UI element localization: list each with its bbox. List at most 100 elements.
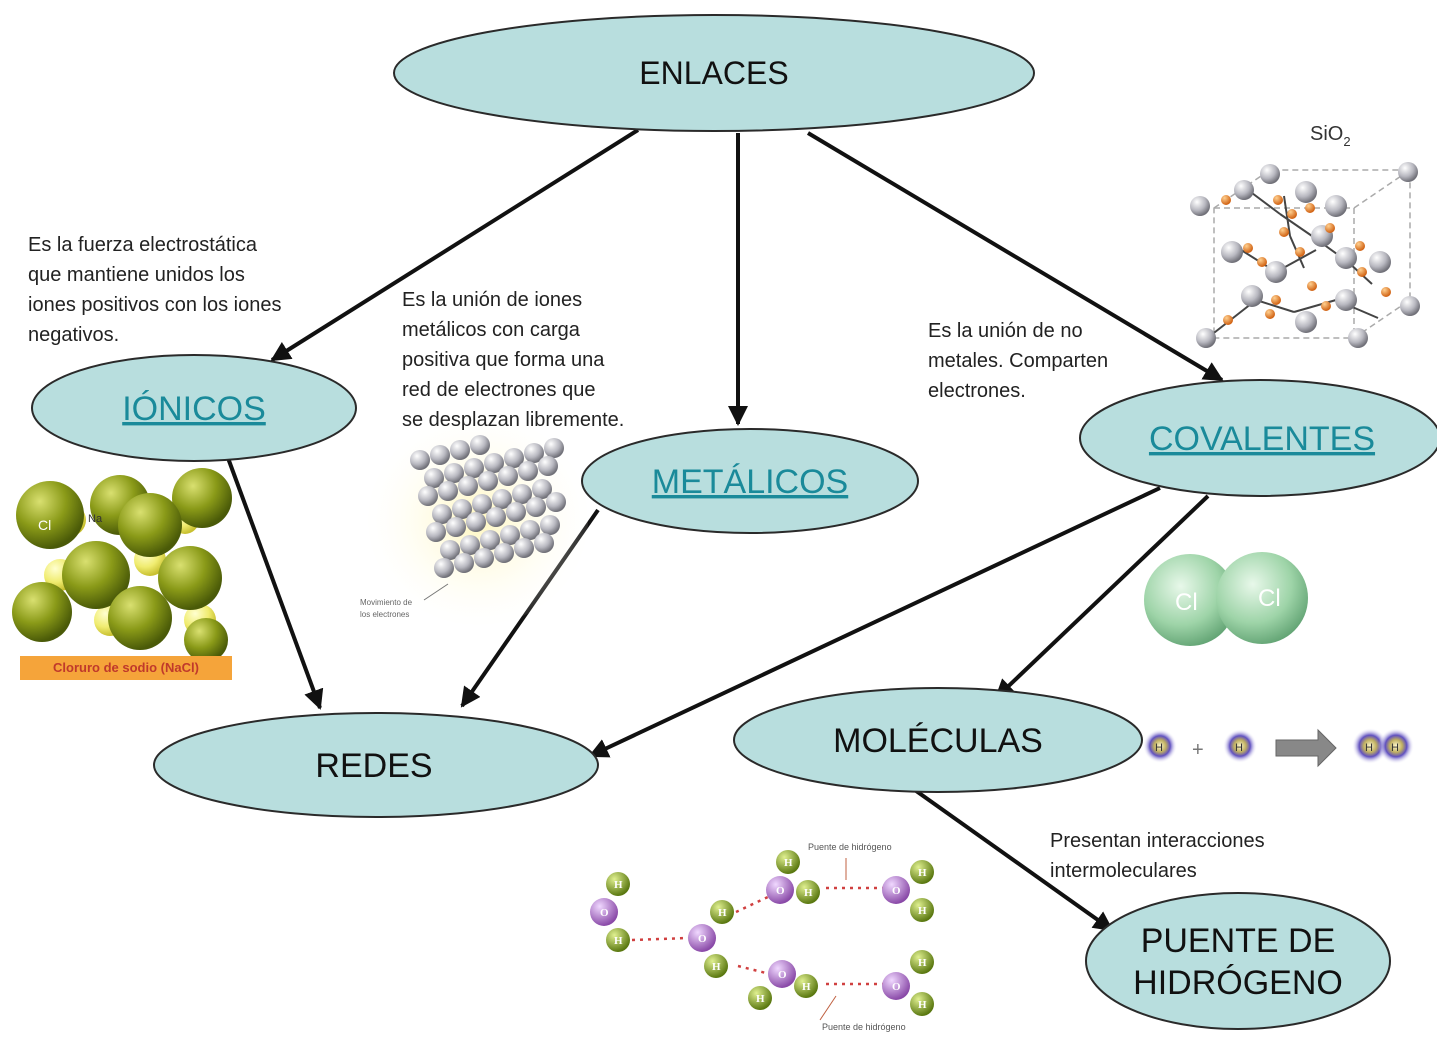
metal-ion-sphere [426,522,446,542]
metal-ion-sphere [470,435,490,455]
metalicos-description-line: red de electrones que [402,379,596,401]
water-oxygen-atom [882,876,910,904]
metal-ion-sphere [460,535,480,555]
metal-caption-line1: Movimiento de [360,598,413,607]
water-hydrogen-atom [796,880,820,904]
node-metalicos-link[interactable]: METÁLICOS [652,463,848,501]
water-hydrogen-label: H [802,981,811,993]
node-redes: REDES [153,712,599,818]
water-hydrogen-label: H [756,993,765,1005]
water-hydrogen-label: H [918,867,927,879]
metal-ion-sphere [434,558,454,578]
metal-ion-sphere [440,540,460,560]
nacl-crystal-illustration: Cl Na [12,468,232,662]
water-hydrogen-atom [704,954,728,978]
node-puente-hidrogeno: PUENTE DE HIDRÓGENO [1085,892,1391,1030]
node-covalentes[interactable]: COVALENTES [1079,379,1437,497]
metal-ion-sphere [458,476,478,496]
metal-ion-sphere [540,515,560,535]
node-moleculas: MOLÉCULAS [733,687,1143,793]
node-puente-label-line2: HIDRÓGENO [1133,964,1343,1002]
water-oxygen-atom [768,960,796,988]
water-hydrogen-atom [606,872,630,896]
ionicos-description-line: Es la fuerza electrostática [28,234,257,256]
metal-ion-sphere [544,438,564,458]
metal-ion-sphere [524,443,544,463]
covalentes-description-line: electrones. [928,380,1026,402]
water-hydrogen-label: H [918,905,927,917]
water-oxygen-label: O [776,885,785,897]
metal-ion-sphere [410,450,430,470]
water-oxygen-label: O [600,907,609,919]
arrow-covalentes-redes [588,486,1161,758]
covalentes-description-line: metales. Comparten [928,350,1109,372]
metal-ion-sphere [500,525,520,545]
node-ionicos[interactable]: IÓNICOS [31,354,357,462]
nacl-cl-label: Cl [38,517,51,533]
water-oxygen-atom [590,898,618,926]
hbond-label-top: Puente de hidrógeno [808,842,892,852]
covalentes-description-line: Es la unión de no [928,320,1083,342]
h2-atom-2-label: H [1391,742,1399,754]
ionicos-description-line: que mantiene unidos los [28,264,245,286]
metal-ion-sphere [514,538,534,558]
h-atom-1-label: H [1155,742,1163,754]
node-enlaces: ENLACES [393,14,1035,132]
water-oxygen-label: O [778,969,787,981]
water-hydrogen-atom [910,898,934,922]
h2-atom-1-label: H [1365,742,1373,754]
metalicos-description-line: Es la unión de iones [402,289,583,311]
metal-ion-sphere [474,548,494,568]
nacl-caption: Cloruro de sodio (NaCl) [20,656,232,680]
node-moleculas-label: MOLÉCULAS [833,722,1043,760]
metalicos-description-line: metálicos con carga [402,319,580,341]
cl2-atom-2-label: Cl [1258,585,1281,612]
metal-ion-sphere [438,481,458,501]
metal-ion-sphere [472,494,492,514]
metalicos-description-line: se desplazan libremente. [402,409,625,431]
node-ionicos-link[interactable]: IÓNICOS [122,390,266,428]
water-hydrogen-atom [910,860,934,884]
metal-ion-sphere [446,517,466,537]
cl2-atom-1-label: Cl [1175,589,1198,616]
node-covalentes-link[interactable]: COVALENTES [1149,420,1375,458]
cl2-molecule-illustration: Cl Cl [1144,552,1308,646]
metal-caption-line2: los electrones [360,610,409,619]
metalicos-description-line: positiva que forma una [402,349,605,371]
metal-ion-sphere [498,466,518,486]
reaction-arrow-icon [1275,728,1337,768]
moleculas-description: Presentan interacciones intermoleculares [1050,826,1265,886]
h2-formation-illustration: H + H H H [1143,728,1414,768]
metal-ion-sphere [450,440,470,460]
plus-sign: + [1192,739,1204,761]
metalicos-description: Es la unión de iones metálicos con carga… [402,285,624,435]
water-hydrogen-atom [794,974,818,998]
water-oxygen-label: O [698,933,707,945]
nacl-na-label: Na [88,513,103,525]
metal-ion-sphere [486,507,506,527]
metal-ion-sphere [512,484,532,504]
water-hydrogen-label: H [614,879,623,891]
metal-ion-sphere [430,445,450,465]
water-hydrogen-atom [606,928,630,952]
arrow-ionicos-redes [226,457,324,710]
metal-lattice-illustration: Movimiento de los electrones [360,415,588,625]
water-hydrogen-atom [748,986,772,1010]
arrow-enlaces-ionicos [270,128,640,362]
node-metalicos[interactable]: METÁLICOS [581,428,919,534]
metal-ion-sphere [480,530,500,550]
metal-ion-sphere [454,553,474,573]
metal-ion-sphere [534,533,554,553]
water-hydrogen-label: H [804,887,813,899]
metal-ion-sphere [464,458,484,478]
covalentes-description: Es la unión de no metales. Comparten ele… [928,316,1108,406]
water-oxygen-atom [688,924,716,952]
metal-ion-sphere [484,453,504,473]
node-puente-label-line1: PUENTE DE [1141,922,1336,960]
metal-ion-sphere [546,492,566,512]
metal-ion-sphere [518,461,538,481]
water-hydrogen-atom [710,900,734,924]
water-hydrogen-label: H [718,907,727,919]
